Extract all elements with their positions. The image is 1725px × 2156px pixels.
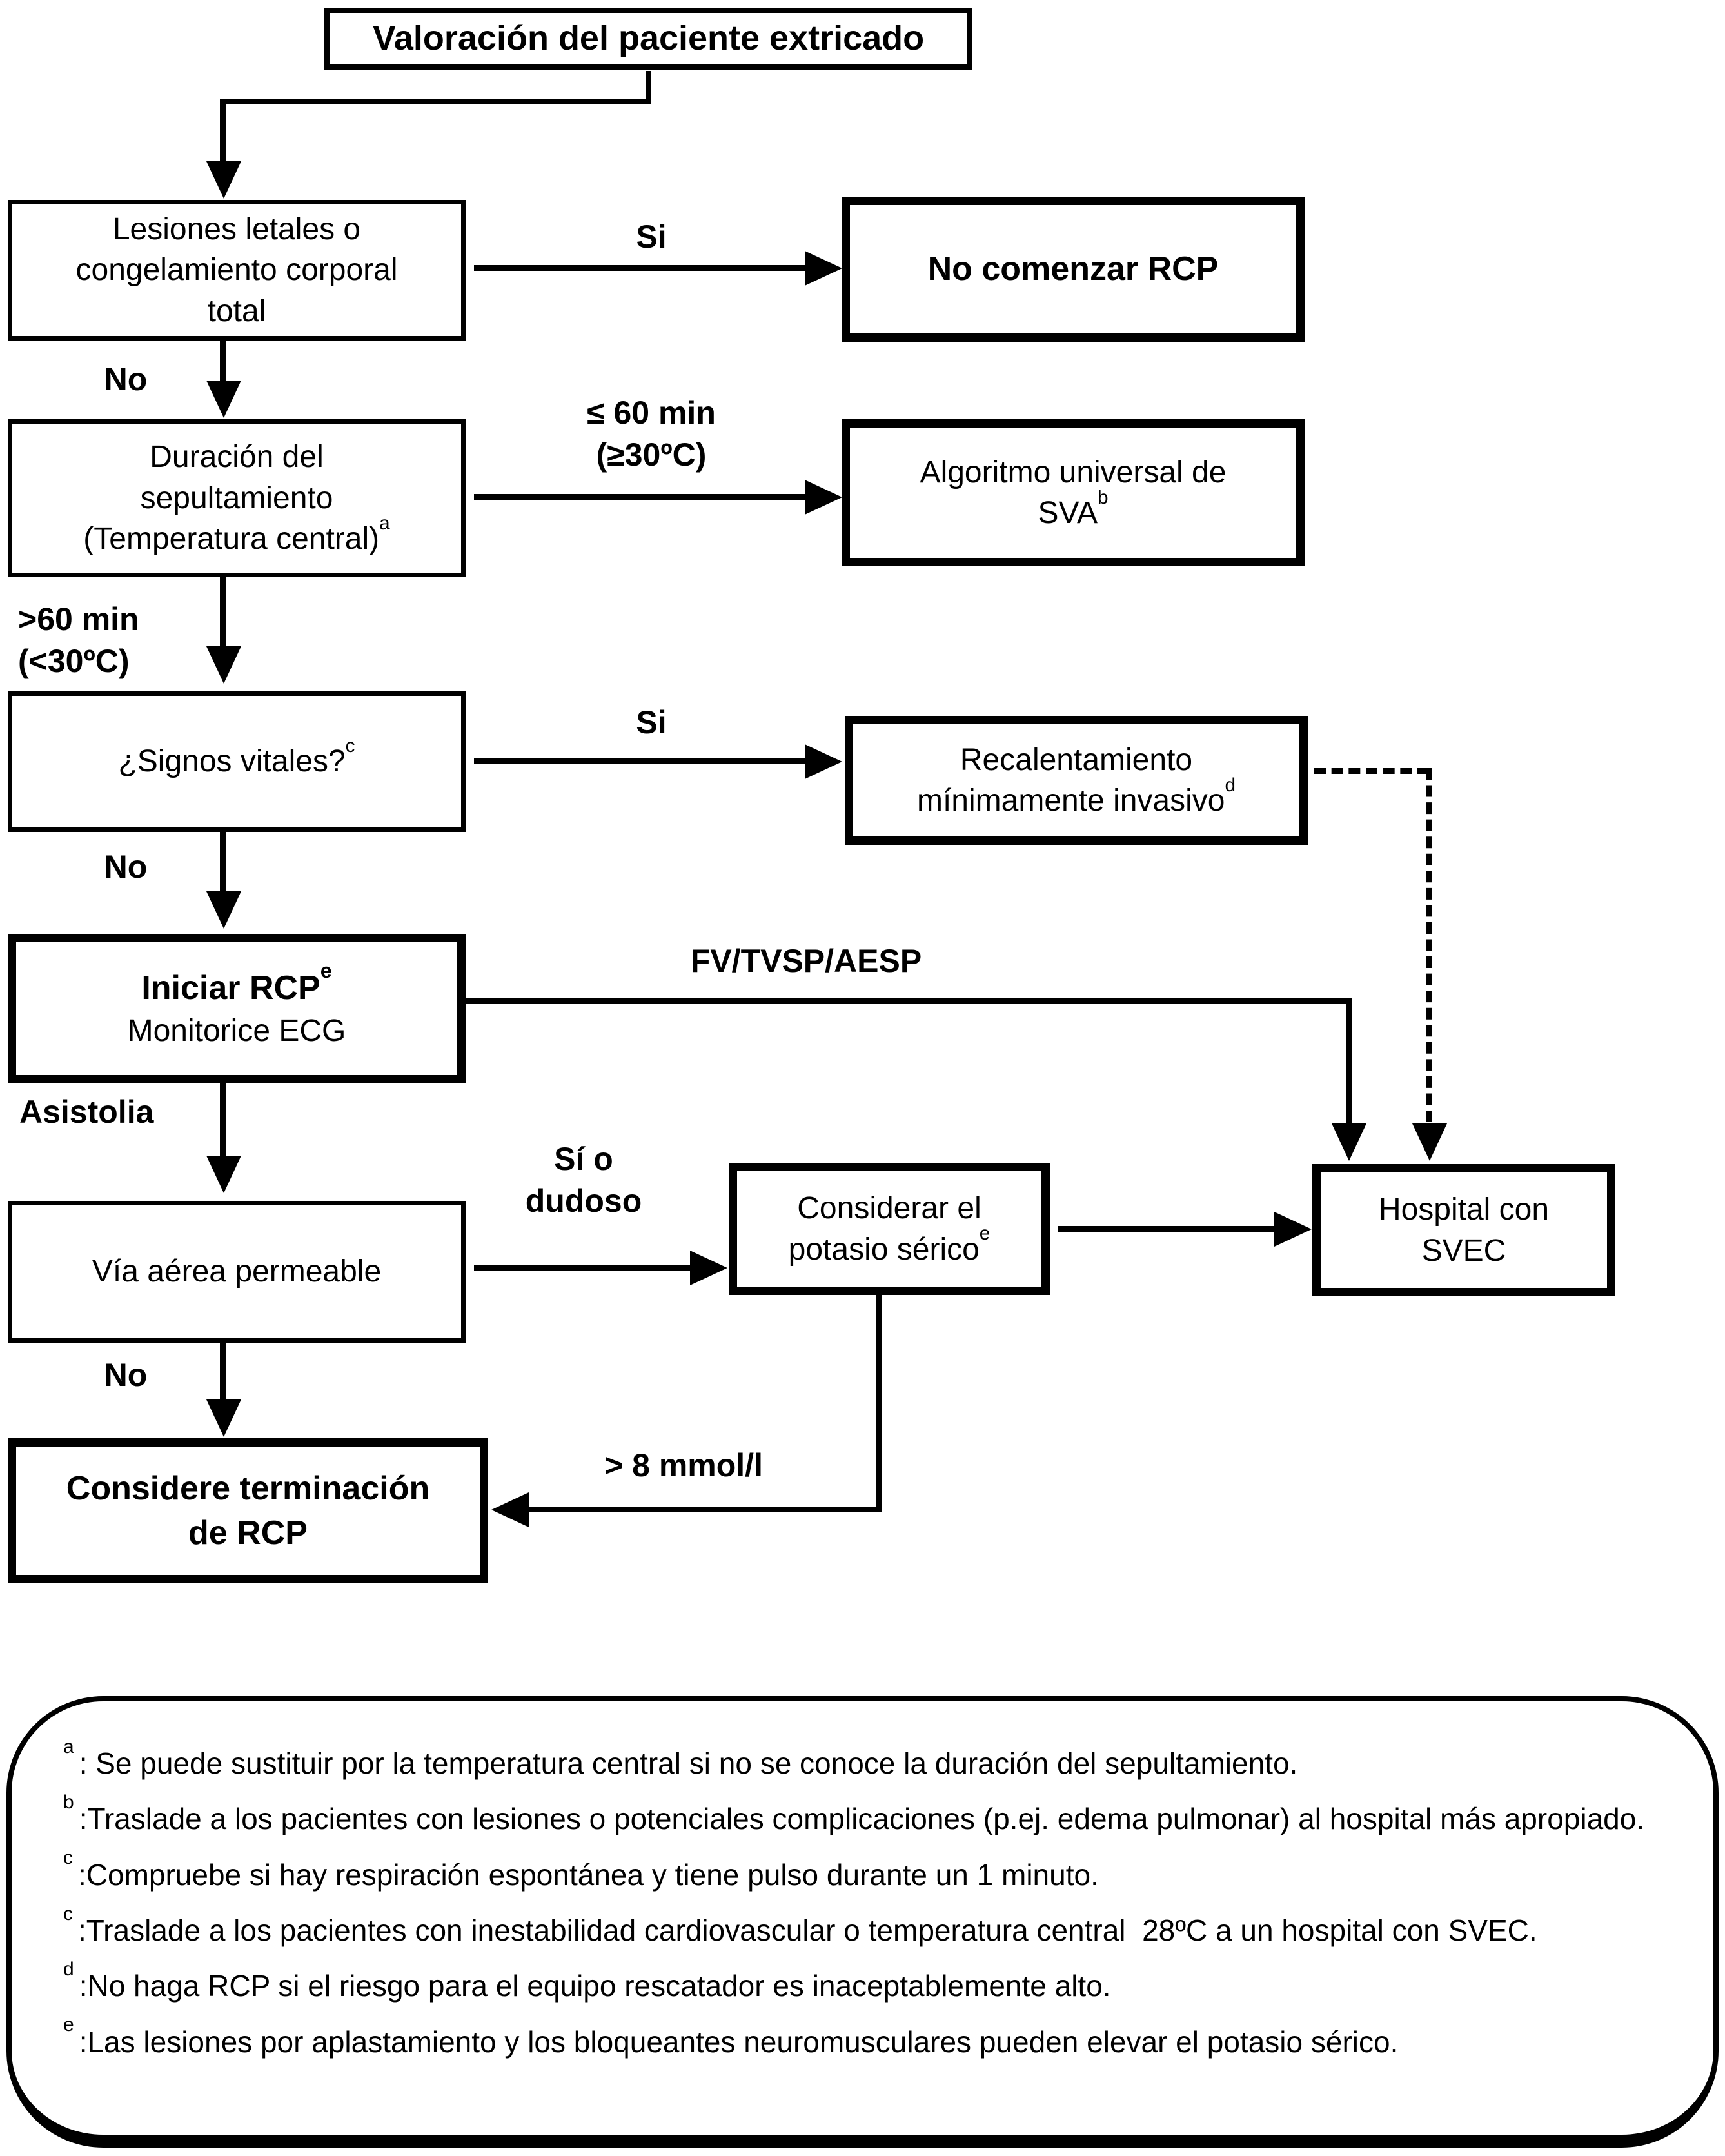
edge-label-gt60min: >60 min (<30ºC) bbox=[18, 601, 139, 679]
connector-si-1 bbox=[474, 265, 806, 271]
connector-gt60 bbox=[220, 577, 226, 648]
edge-label-no-1: No bbox=[104, 361, 148, 397]
footnote-e: e:Las lesiones por aplastamiento y los b… bbox=[63, 2014, 1662, 2066]
node-duracion-line1: Duración del bbox=[150, 440, 324, 475]
node-lesiones-letales: Lesiones letales o congelamiento corpora… bbox=[8, 200, 466, 341]
arrowhead-into-potasio bbox=[690, 1251, 727, 1285]
node-considere-label: Considere terminación de RCP bbox=[66, 1469, 430, 1552]
node-no-comenzar-rcp: No comenzar RCP bbox=[842, 197, 1305, 342]
connector-no-1 bbox=[220, 341, 226, 382]
footnote-ref-e2: e bbox=[979, 1223, 991, 1245]
node-signos-label: ¿Signos vitales?c bbox=[118, 735, 355, 779]
edge-label-si-dudoso: Sí o dudoso bbox=[525, 1141, 642, 1219]
node-iniciar-rcp: Iniciar RCPe Monitorice ECG bbox=[8, 934, 466, 1083]
arrowhead-into-iniciar bbox=[206, 891, 241, 929]
node-duracion-line2: sepultamiento bbox=[140, 480, 333, 515]
connector-si-2 bbox=[474, 758, 806, 764]
node-via-aerea: Vía aérea permeable bbox=[8, 1201, 466, 1343]
arrowhead-into-signos bbox=[206, 646, 241, 684]
footnote-c2-text: :Traslade a los pacientes con inestabili… bbox=[78, 1914, 1537, 1948]
connector-no-3 bbox=[220, 1343, 226, 1401]
connector-title-down bbox=[220, 99, 226, 163]
footnote-a-marker: a bbox=[63, 1736, 74, 1757]
footnote-c1-marker: c bbox=[63, 1847, 73, 1869]
arrowhead-into-algoritmo bbox=[805, 480, 842, 515]
footnote-ref-c: c bbox=[345, 735, 355, 757]
arrowhead-into-via bbox=[206, 1156, 241, 1193]
arrowhead-into-lesiones bbox=[206, 161, 241, 199]
footnote-d: d:No haga RCP si el riesgo para el equip… bbox=[63, 1959, 1662, 2010]
node-duracion-sepultamiento: Duración del sepultamiento (Temperatura … bbox=[8, 419, 466, 577]
edge-label-si-2: Si bbox=[636, 704, 667, 740]
footnote-c2: c:Traslade a los pacientes con inestabil… bbox=[63, 1903, 1662, 1955]
footnote-b-text: :Traslade a los pacientes con lesiones o… bbox=[79, 1802, 1645, 1836]
footnote-ref-e: e bbox=[320, 959, 332, 983]
connector-mmol-horizontal bbox=[529, 1507, 882, 1512]
footnote-b-marker: b bbox=[63, 1792, 74, 1814]
arrowhead-potasio-into-hospital bbox=[1274, 1212, 1312, 1247]
footnote-e-marker: e bbox=[63, 2014, 74, 2036]
node-signos-vitales: ¿Signos vitales?c bbox=[8, 691, 466, 832]
edge-label-8mmol: > 8 mmol/l bbox=[604, 1447, 763, 1483]
arrowhead-into-considere bbox=[206, 1399, 241, 1437]
connector-si-dudoso bbox=[474, 1265, 696, 1271]
node-potasio-line2: potasio séricoe bbox=[788, 1223, 991, 1267]
arrowhead-into-duracion bbox=[206, 381, 241, 418]
edge-label-le60min: ≤ 60 min (≥30ºC) bbox=[587, 395, 716, 473]
edge-label-asistolia: Asistolia bbox=[19, 1094, 154, 1130]
node-potasio-line1: Considerar el bbox=[797, 1191, 981, 1226]
arrowhead-dashed-into-hospital bbox=[1412, 1123, 1447, 1161]
footnote-ref-a: a bbox=[379, 512, 390, 534]
edge-label-no-3: No bbox=[104, 1357, 148, 1393]
node-potasio-serico: Considerar el potasio séricoe bbox=[729, 1163, 1050, 1295]
node-iniciar-line1: Iniciar RCPe bbox=[141, 959, 332, 1007]
connector-le60 bbox=[474, 494, 806, 500]
footnotes-panel: a: Se puede sustituir por la temperatura… bbox=[6, 1696, 1719, 2148]
node-hospital-svec: Hospital con SVEC bbox=[1312, 1164, 1615, 1296]
node-recalentamiento: Recalentamiento mínimamente invasivod bbox=[845, 716, 1308, 845]
arrowhead-fv-into-hospital bbox=[1332, 1123, 1366, 1161]
node-valoracion-label: Valoración del paciente extricado bbox=[372, 19, 925, 58]
connector-potasio-hospital bbox=[1058, 1226, 1277, 1232]
node-lesiones-label: Lesiones letales o congelamiento corpora… bbox=[75, 212, 398, 328]
edge-label-fv-tvsp-aesp: FV/TVSP/AESP bbox=[690, 943, 922, 979]
footnote-ref-b: b bbox=[1097, 486, 1109, 508]
edge-label-si-1: Si bbox=[636, 219, 667, 255]
footnote-c1-text: :Compruebe si hay respiración espontánea… bbox=[78, 1857, 1099, 1892]
edge-label-no-2: No bbox=[104, 849, 148, 885]
node-algoritmo-line2: SVAb bbox=[1038, 486, 1109, 530]
arrowhead-into-recalentamiento bbox=[805, 744, 842, 779]
connector-mmol-vertical bbox=[876, 1295, 882, 1512]
node-duracion-line3: (Temperatura central)a bbox=[83, 512, 390, 557]
node-iniciar-line2: Monitorice ECG bbox=[127, 1013, 346, 1048]
connector-dashed-horizontal bbox=[1314, 768, 1429, 774]
connector-title-drop bbox=[646, 71, 651, 104]
footnote-d-marker: d bbox=[63, 1959, 74, 1981]
footnote-a: a: Se puede sustituir por la temperatura… bbox=[63, 1736, 1662, 1788]
node-valoracion-paciente: Valoración del paciente extricado bbox=[324, 8, 972, 70]
arrowhead-mmol-into-considere bbox=[491, 1492, 529, 1527]
connector-fv-vertical bbox=[1346, 998, 1352, 1124]
connector-asistolia bbox=[220, 1083, 226, 1158]
connector-no-2 bbox=[220, 832, 226, 893]
node-no-comenzar-label: No comenzar RCP bbox=[927, 250, 1219, 288]
node-algoritmo-sva: Algoritmo universal de SVAb bbox=[842, 419, 1305, 566]
node-via-label: Vía aérea permeable bbox=[92, 1254, 382, 1289]
connector-dashed-vertical bbox=[1426, 768, 1432, 1122]
footnote-c1: c:Compruebe si hay respiración espontáne… bbox=[63, 1847, 1662, 1899]
node-hospital-label: Hospital con SVEC bbox=[1378, 1192, 1550, 1268]
footnote-c2-marker: c bbox=[63, 1903, 73, 1924]
node-recalentamiento-line2: mínimamente invasivod bbox=[916, 774, 1236, 818]
arrowhead-into-no-comenzar bbox=[805, 251, 842, 286]
node-considere-terminacion: Considere terminación de RCP bbox=[8, 1438, 488, 1583]
footnote-a-text: : Se puede sustituir por la temperatura … bbox=[79, 1746, 1298, 1780]
footnote-b: b:Traslade a los pacientes con lesiones … bbox=[63, 1792, 1662, 1843]
footnote-ref-d: d bbox=[1225, 774, 1236, 796]
node-algoritmo-line1: Algoritmo universal de bbox=[920, 455, 1227, 490]
connector-fv-horizontal bbox=[466, 998, 1352, 1004]
footnote-d-text: :No haga RCP si el riesgo para el equipo… bbox=[79, 1969, 1111, 2003]
connector-title-elbow bbox=[220, 99, 651, 104]
footnote-e-text: :Las lesiones por aplastamiento y los bl… bbox=[79, 2024, 1399, 2059]
node-recalentamiento-line1: Recalentamiento bbox=[960, 742, 1193, 777]
